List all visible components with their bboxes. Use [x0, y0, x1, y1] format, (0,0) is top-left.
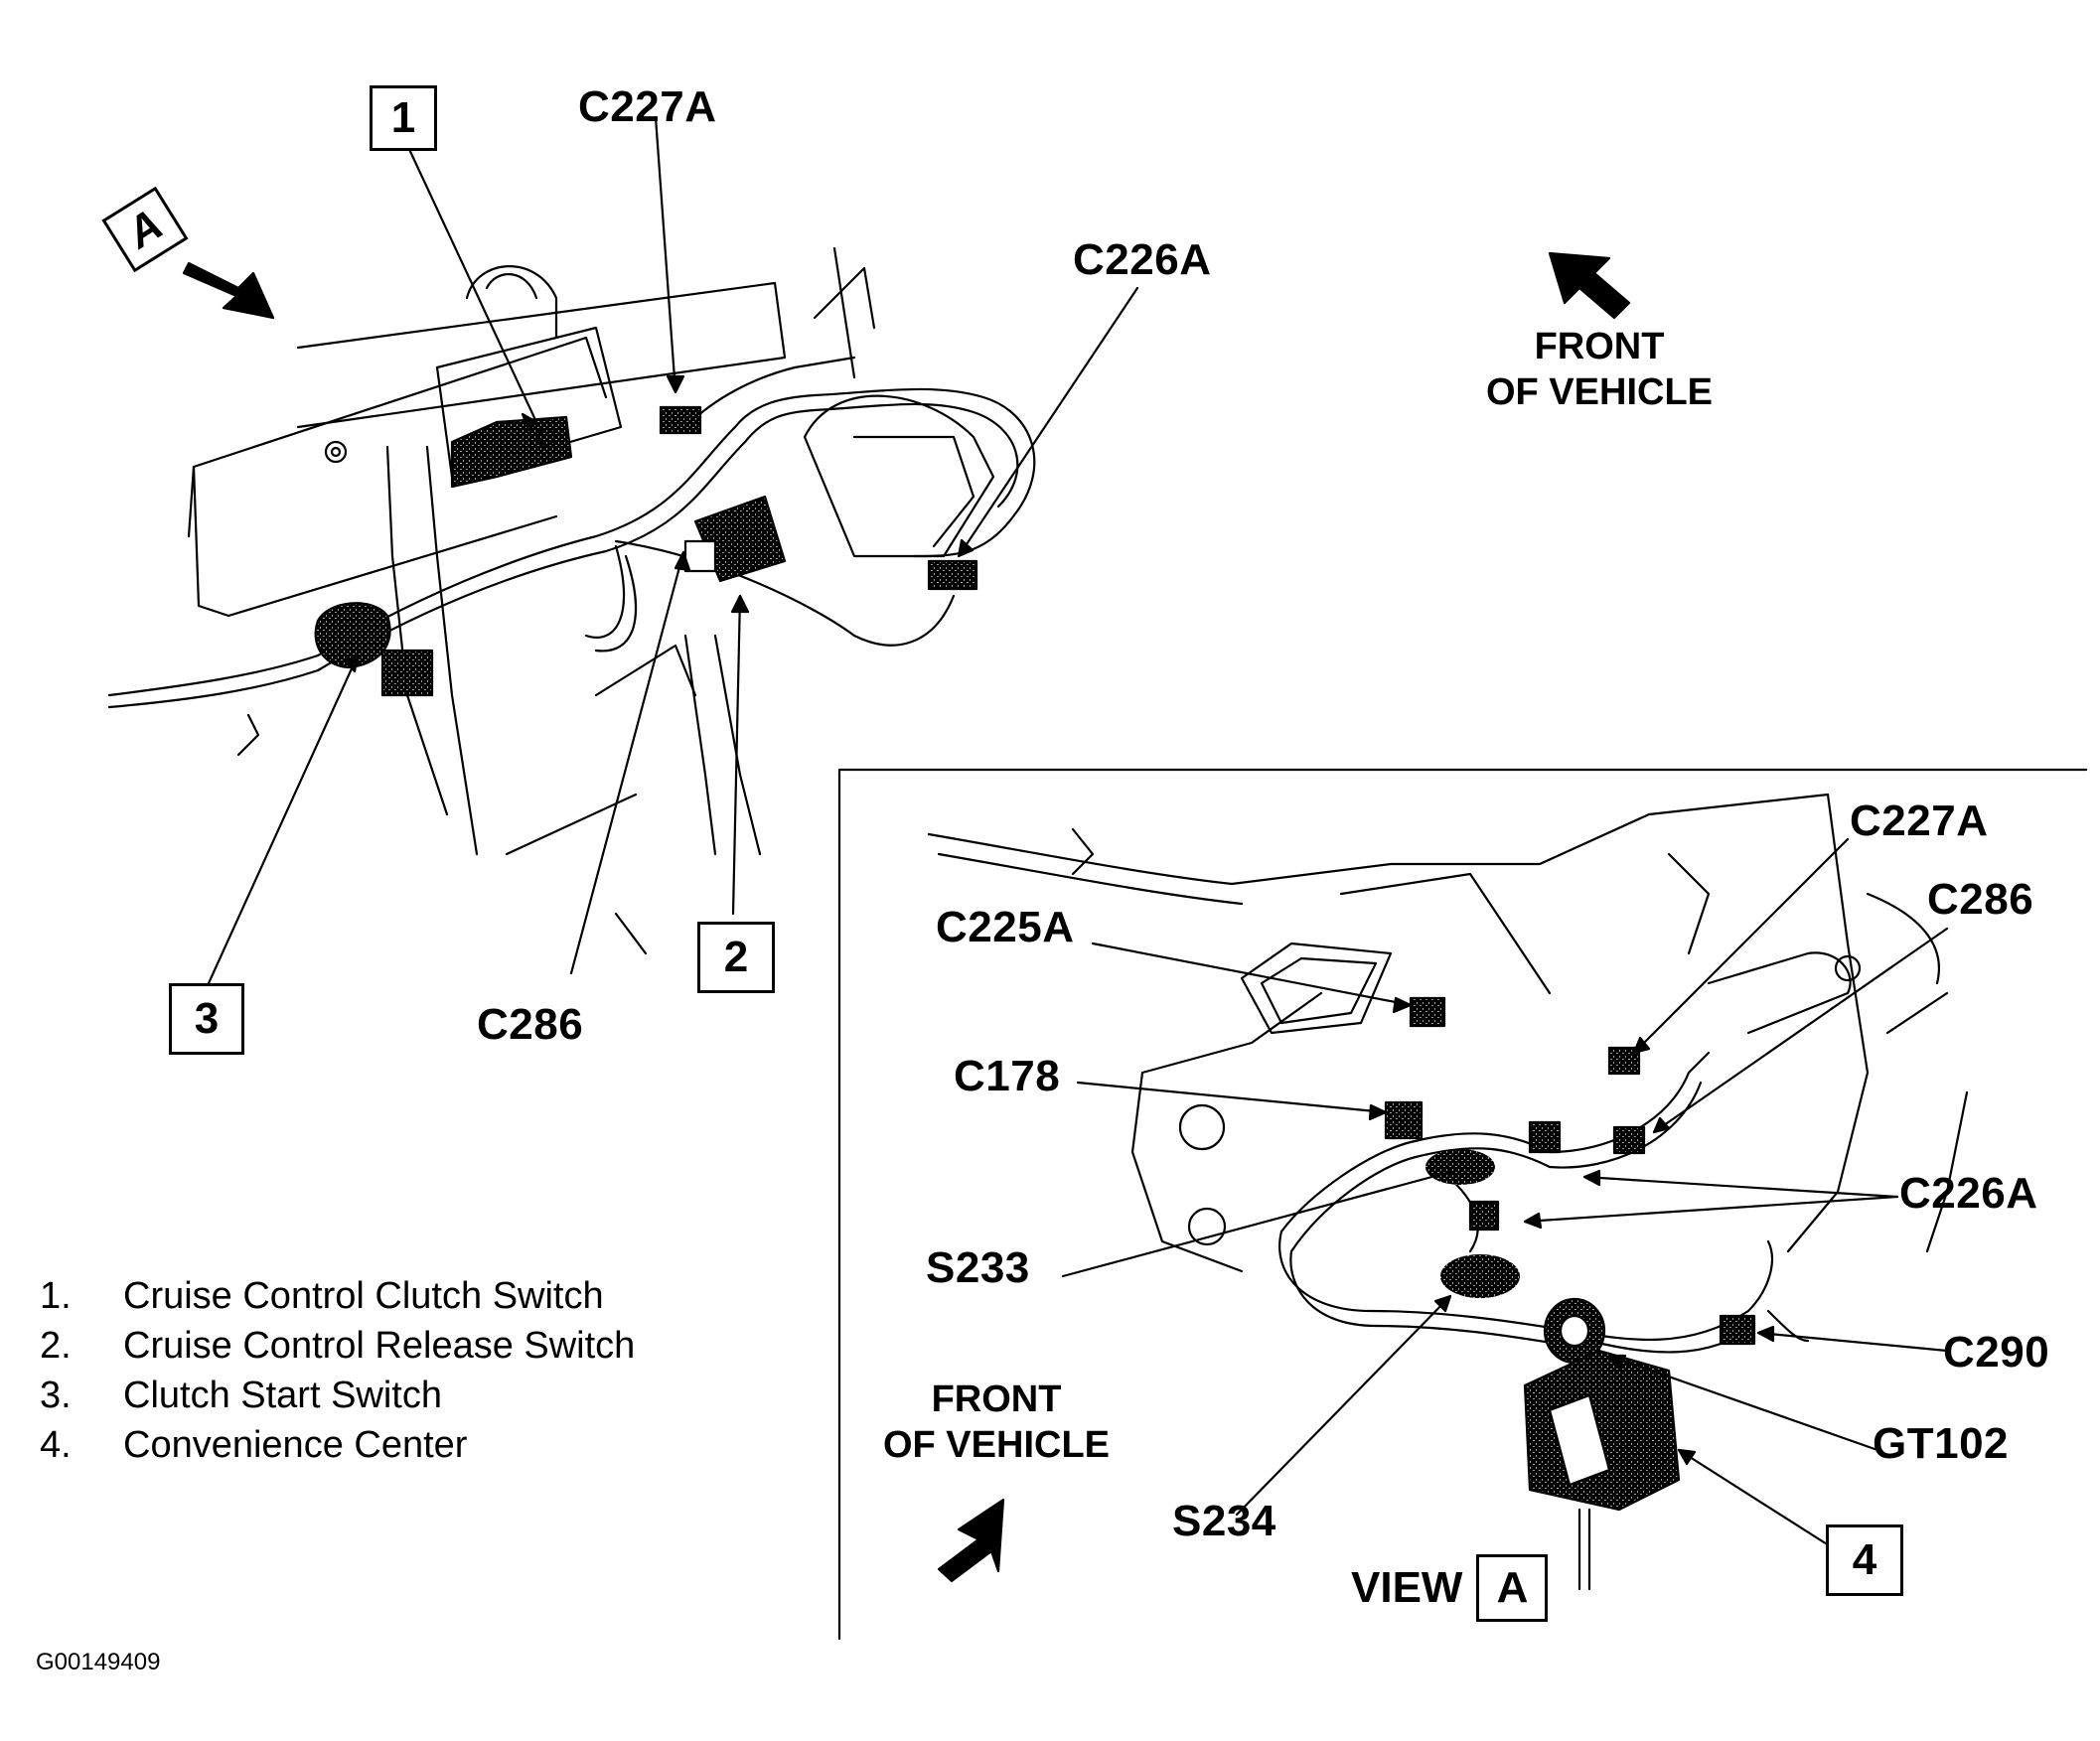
legend-item: 4. Convenience Center — [40, 1420, 635, 1470]
legend-text: Convenience Center — [123, 1424, 468, 1466]
inset-label-c226a: C226A — [1899, 1169, 2038, 1218]
inset-label-c225a: C225A — [936, 903, 1075, 951]
legend-item: 1. Cruise Control Clutch Switch — [40, 1271, 635, 1321]
front-of-vehicle-label-inset: FRONT OF VEHICLE — [862, 1377, 1130, 1468]
callout-box-4: 4 — [1826, 1524, 1903, 1596]
inset-label-gt102: GT102 — [1873, 1419, 2010, 1468]
legend-item: 3. Clutch Start Switch — [40, 1371, 635, 1420]
legend-text: Clutch Start Switch — [123, 1375, 442, 1416]
inset-label-c227a: C227A — [1850, 797, 1989, 845]
inset-view-art — [837, 768, 2088, 1641]
legend-number: 4. — [40, 1424, 72, 1466]
view-a-box: A — [1476, 1554, 1549, 1622]
view-word: VIEW — [1351, 1563, 1463, 1612]
legend-number: 1. — [40, 1275, 72, 1317]
front-line2: OF VEHICLE — [1485, 371, 1714, 413]
legend-text: Cruise Control Release Switch — [123, 1325, 636, 1367]
callout-box-2: 2 — [697, 922, 775, 993]
inset-front-line2: OF VEHICLE — [882, 1424, 1111, 1466]
main-view-art — [107, 115, 1631, 985]
inset-label-c178: C178 — [954, 1052, 1061, 1100]
front-line1: FRONT — [1534, 326, 1665, 367]
callout-box-3: 3 — [169, 983, 244, 1055]
label-c227a: C227A — [578, 82, 717, 131]
legend-number: 3. — [40, 1375, 72, 1416]
inset-label-c286: C286 — [1927, 875, 2034, 924]
view-a-caption: VIEW A — [1351, 1554, 1549, 1622]
front-of-vehicle-label-main: FRONT OF VEHICLE — [1450, 324, 1748, 415]
legend-item: 2. Cruise Control Release Switch — [40, 1321, 635, 1371]
legend: 1. Cruise Control Clutch Switch 2. Cruis… — [40, 1271, 635, 1470]
callout-box-1: 1 — [370, 85, 437, 151]
inset-label-s233: S233 — [926, 1243, 1030, 1292]
label-c226a: C226A — [1073, 235, 1212, 284]
inset-front-line1: FRONT — [931, 1378, 1062, 1420]
label-c286: C286 — [477, 1000, 584, 1049]
legend-number: 2. — [40, 1325, 72, 1367]
inset-label-c290: C290 — [1943, 1328, 2050, 1377]
figure-id: G00149409 — [36, 1649, 161, 1675]
legend-text: Cruise Control Clutch Switch — [123, 1275, 604, 1317]
inset-label-s234: S234 — [1172, 1497, 1276, 1545]
